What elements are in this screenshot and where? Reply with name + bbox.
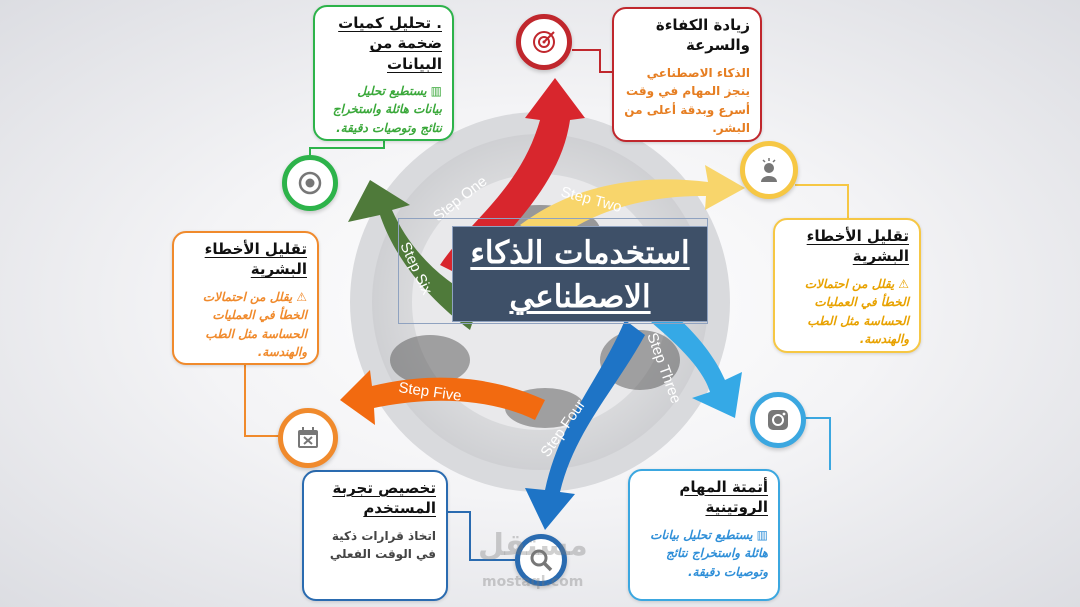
card-reduce-errors-left: تقليل الأخطاء البشرية ⚠يقلل من احتمالات … — [172, 231, 319, 365]
calendar-icon — [278, 408, 338, 468]
card-body: ⚠يقلل من احتمالات الخطأ في العمليات الحس… — [202, 289, 307, 360]
card-automation: أتمتة المهام الروتينية ▥يستطيع تحليل بيا… — [628, 469, 780, 601]
lightbulb-person-icon — [740, 141, 798, 199]
card-title: تخصيص تجربة المستخدم — [332, 479, 436, 518]
connector-green — [309, 140, 385, 155]
card-big-data: . تحليل كميات ضخمة من البيانات ▥يستطيع ت… — [313, 5, 454, 141]
watermark: مستقل mostaql.com — [478, 528, 588, 590]
watermark-arabic: مستقل — [478, 528, 588, 563]
chart-icon: ▥ — [430, 83, 442, 98]
instagram-icon — [750, 392, 806, 448]
card-title: أتمتة المهام الروتينية — [679, 478, 768, 517]
card-efficiency: زيادة الكفاءة والسرعة الذكاء الاصطناعي ي… — [612, 7, 762, 142]
diagram-title: استخدمات الذكاء الاصطناعي — [452, 226, 708, 322]
step-three-arrow — [625, 290, 742, 418]
card-title: تقليل الأخطاء البشرية — [204, 240, 307, 279]
connector-blue2 — [798, 417, 831, 470]
target-arrow-icon — [516, 14, 572, 70]
magnifier-icon — [515, 534, 567, 586]
card-body: الذكاء الاصطناعي ينجز المهام في وقت أسرع… — [624, 65, 750, 136]
card-reduce-errors-right: تقليل الأخطاء البشرية ⚠يقلل من احتمالات … — [773, 218, 921, 353]
connector-orange — [244, 365, 282, 437]
step-two-arrow — [520, 165, 745, 245]
card-title: . تحليل كميات ضخمة من البيانات — [338, 14, 442, 73]
connector-red — [572, 49, 612, 73]
connector-blue1 — [448, 511, 515, 561]
card-user-experience: تخصيص تجربة المستخدم اتخاذ قرارات ذكية ف… — [302, 470, 448, 601]
chart-icon: ▥ — [756, 527, 768, 542]
watermark-latin: mostaql.com — [482, 574, 584, 590]
card-body: اتخاذ قرارات ذكية في الوقت الفعلي — [329, 528, 436, 562]
card-body: ▥يستطيع تحليل بيانات هائلة واستخراج نتائ… — [650, 527, 768, 579]
card-body: ⚠يقلل من احتمالات الخطأ في العمليات الحس… — [804, 276, 909, 347]
connector-yellow — [795, 184, 849, 220]
warning-icon: ⚠ — [898, 276, 909, 291]
card-title: تقليل الأخطاء البشرية — [806, 227, 909, 266]
card-body: ▥يستطيع تحليل بيانات هائلة واستخراج نتائ… — [332, 83, 442, 135]
step-five-arrow — [340, 370, 545, 425]
step-four-arrow — [525, 320, 645, 530]
target-icon — [282, 155, 338, 211]
wheel-shadow — [390, 335, 470, 385]
card-title: زيادة الكفاءة والسرعة — [655, 16, 750, 55]
warning-icon: ⚠ — [296, 289, 307, 304]
step-six-arrow — [348, 180, 480, 330]
